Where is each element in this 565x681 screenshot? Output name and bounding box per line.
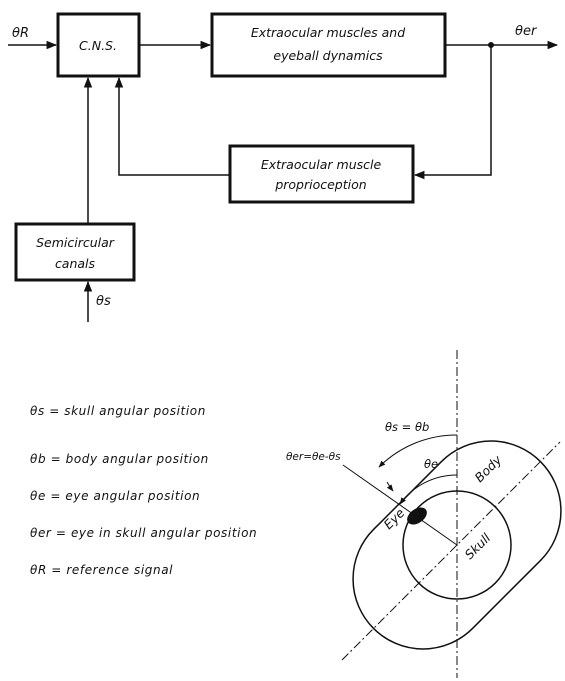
canals-box: [16, 224, 134, 280]
eyeball-label-line2: eyeball dynamics: [273, 48, 383, 63]
proprio-label-line1: Extraocular muscle: [261, 157, 382, 172]
eye-label: Eye: [381, 505, 408, 532]
angle-e-label: θe: [424, 457, 438, 471]
proprio-to-cns-arrow: [119, 78, 230, 175]
angle-arc-sb: [379, 435, 457, 467]
eyeball-label-line1: Extraocular muscles and: [251, 25, 405, 40]
legend-item-eye: θe = eye angular position: [30, 489, 200, 503]
body-axis-line: [342, 442, 560, 660]
geometry-diagram: [324, 350, 565, 678]
legend-item-skull: θs = skull angular position: [30, 404, 206, 418]
output-label: θer: [515, 24, 538, 39]
angle-er-label: θer=θe-θs: [286, 451, 341, 463]
legend-item-eye-in-skull: θer = eye in skull angular position: [30, 526, 257, 540]
proprio-box: [230, 146, 413, 202]
canals-label-line1: Semicircular: [36, 235, 115, 250]
input-skull-label: θs: [96, 294, 111, 309]
legend: θs = skull angular position θb = body an…: [30, 404, 257, 577]
eyeball-box: [212, 14, 445, 76]
geometry-labels: θs = θb θe θer=θe-θs Body Skull Eye: [286, 420, 505, 562]
feedback-to-proprio-arrow: [415, 45, 491, 175]
legend-item-reference: θR = reference signal: [30, 563, 173, 577]
input-ref-label: θR: [12, 26, 29, 41]
cns-label: C.N.S.: [79, 38, 117, 53]
canals-label-line2: canals: [55, 256, 96, 271]
body-capsule: [324, 412, 565, 678]
body-label: Body: [472, 452, 505, 485]
angle-sb-label: θs = θb: [385, 420, 429, 434]
angle-arc-er: [387, 482, 393, 491]
legend-item-body: θb = body angular position: [30, 452, 209, 466]
block-labels: C.N.S. Extraocular muscles and eyeball d…: [12, 24, 538, 309]
skull-label: Skull: [462, 530, 494, 562]
proprio-label-line2: proprioception: [274, 177, 366, 192]
